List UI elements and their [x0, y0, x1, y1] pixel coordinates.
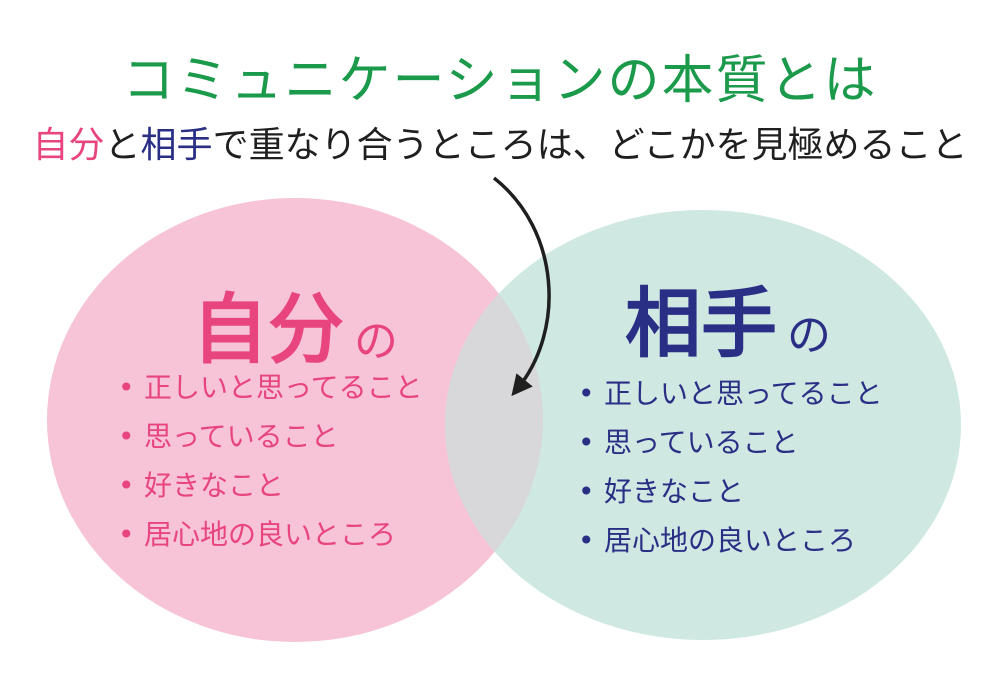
self-list-item: 好きなこと	[118, 464, 423, 513]
self-heading: 自分の	[192, 268, 398, 378]
self-heading-particle: の	[354, 316, 398, 367]
subtitle: 自分と相手で重なり合うところは、どこかを見極めること	[0, 116, 1000, 168]
subtitle-and: と	[104, 125, 141, 166]
self-list-item: 居心地の良いところ	[118, 513, 423, 562]
other-list-item: 思っていること	[578, 421, 883, 470]
subtitle-rest: で重なり合うところは、どこかを見極めること	[212, 125, 968, 166]
other-heading-particle: の	[787, 310, 831, 361]
other-heading: 相手の	[625, 262, 831, 372]
other-list-item: 好きなこと	[578, 470, 883, 519]
other-list-item: 居心地の良いところ	[578, 519, 883, 568]
self-list-item: 正しいと思ってること	[118, 366, 423, 415]
self-list: 正しいと思ってること 思っていること 好きなこと 居心地の良いところ	[118, 366, 423, 562]
page-title: コミュニケーションの本質とは	[122, 51, 878, 111]
subtitle-other: 相手	[140, 125, 213, 166]
curved-arrow-icon	[492, 176, 551, 397]
subtitle-self: 自分	[32, 125, 105, 166]
other-list-item: 正しいと思ってること	[578, 372, 883, 421]
self-list-item: 思っていること	[118, 415, 423, 464]
self-heading-text: 自分	[192, 285, 344, 374]
other-heading-text: 相手	[625, 279, 777, 368]
other-list: 正しいと思ってること 思っていること 好きなこと 居心地の良いところ	[578, 372, 883, 568]
